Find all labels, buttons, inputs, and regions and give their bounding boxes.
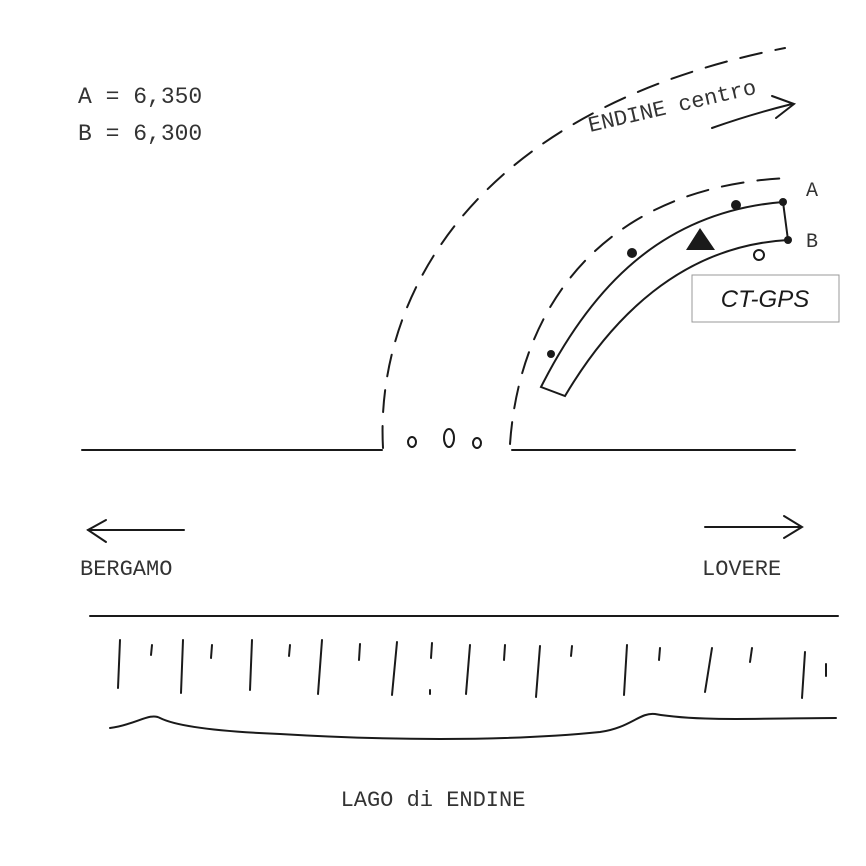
junction-circle-1 bbox=[407, 436, 417, 448]
legend-line-a: A = 6,350 bbox=[78, 84, 202, 110]
lake-label: LAGO di ENDINE bbox=[341, 788, 526, 813]
ct-gps-label: CT-GPS bbox=[721, 286, 809, 313]
point-a-label: A bbox=[806, 180, 818, 203]
station-triangle bbox=[686, 228, 715, 250]
legend-line-b: B = 6,300 bbox=[78, 121, 202, 147]
junction-circle-3 bbox=[472, 437, 482, 449]
lovere-label: LOVERE bbox=[702, 557, 781, 582]
bergamo-arrowhead bbox=[86, 519, 107, 543]
endine-centro-label: ENDINE centro bbox=[586, 76, 759, 139]
point-a-dot bbox=[779, 198, 787, 206]
lovere-arrowhead bbox=[783, 515, 804, 539]
point-b-dot bbox=[784, 236, 792, 244]
measurement-band bbox=[539, 200, 790, 398]
gps-circle bbox=[753, 249, 765, 261]
junction-circle-2 bbox=[443, 428, 455, 448]
point-b-label: B bbox=[806, 231, 818, 254]
marker-dot-1 bbox=[547, 350, 555, 358]
lake-shore-bottom bbox=[109, 712, 837, 740]
inner-dashed-road bbox=[509, 177, 791, 445]
marker-dot-3 bbox=[731, 200, 741, 210]
endine-centro-arrow bbox=[711, 103, 793, 129]
endine-centro-arrowhead bbox=[771, 95, 797, 119]
outer-dashed-road bbox=[381, 47, 786, 449]
lake-hatching bbox=[117, 639, 827, 699]
bergamo-label: BERGAMO bbox=[80, 557, 172, 582]
marker-dot-2 bbox=[627, 248, 637, 258]
ct-gps-box bbox=[691, 274, 840, 323]
